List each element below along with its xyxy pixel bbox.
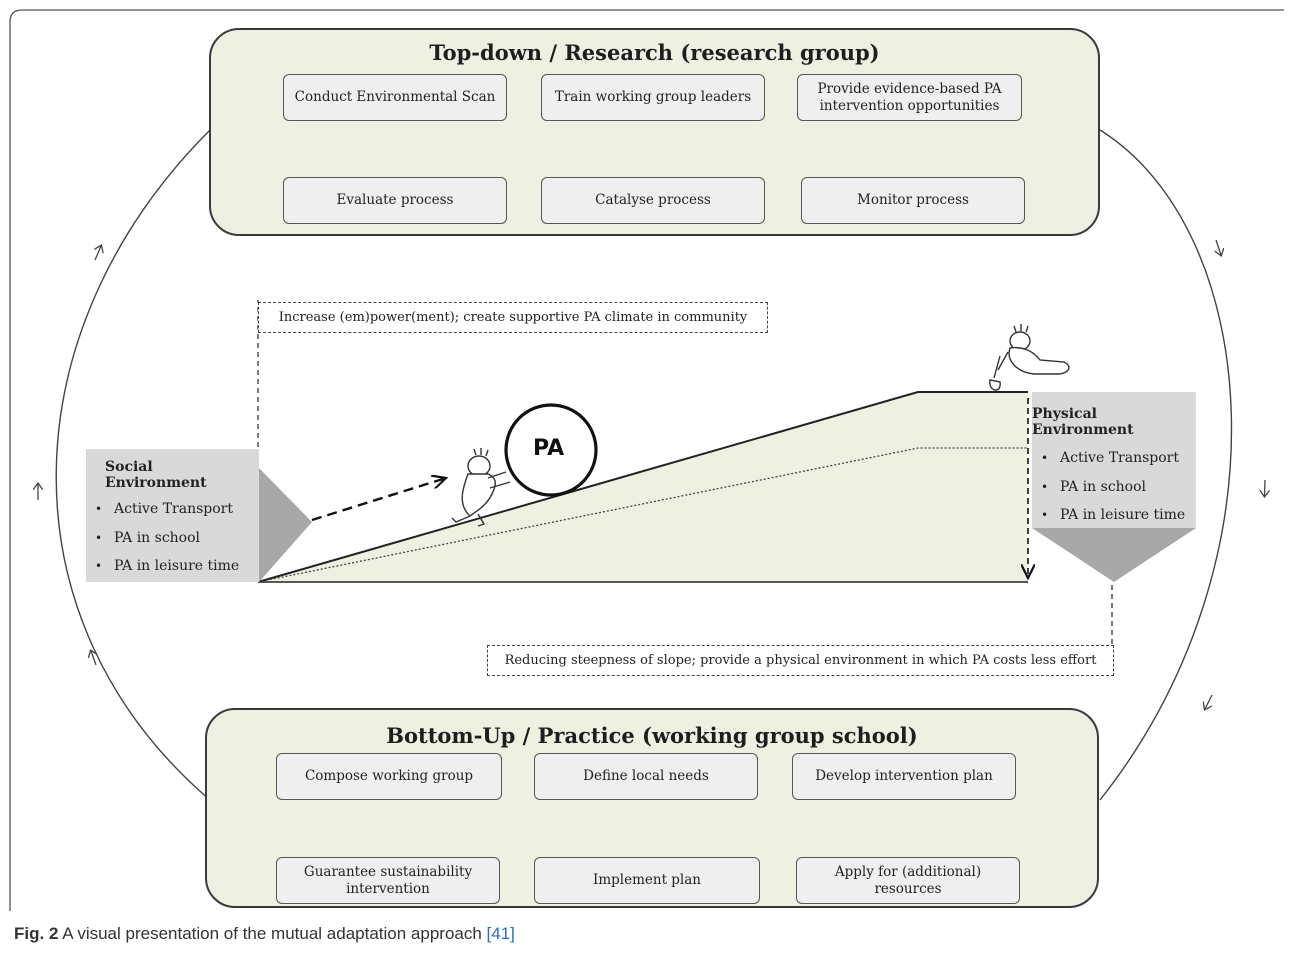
step-catalyse-process: Catalyse process — [541, 177, 765, 224]
caption-text: A visual presentation of the mutual adap… — [58, 924, 487, 943]
pa-ball — [504, 403, 598, 497]
step-conduct-environmental-scan: Conduct Environmental Scan — [283, 74, 507, 121]
social-item-pa-in-leisure-time: PA in leisure time — [86, 552, 259, 581]
physical-item-pa-in-leisure-time: PA in leisure time — [1032, 501, 1196, 530]
social-item-pa-in-school: PA in school — [86, 524, 259, 553]
step-define-local-needs: Define local needs — [534, 753, 758, 800]
figure-border — [9, 9, 1284, 911]
physical-item-pa-in-school: PA in school — [1032, 473, 1196, 502]
step-compose-working-group: Compose working group — [276, 753, 502, 800]
social-environment-list: Active Transport PA in school PA in leis… — [86, 495, 259, 581]
pa-ball-label: PA — [533, 436, 565, 461]
social-item-active-transport: Active Transport — [86, 495, 259, 524]
caption-fig-label: Fig. 2 — [14, 924, 59, 943]
physical-environment-box: Physical Environment Active Transport PA… — [1032, 392, 1196, 530]
reduced-slope — [257, 447, 1028, 583]
social-note: Increase (em)power(ment); create support… — [258, 302, 768, 333]
cycle-ring-right — [1099, 129, 1233, 801]
shovel-figure — [989, 324, 1070, 391]
caption-reference-link[interactable]: [41] — [486, 924, 515, 943]
slope — [258, 392, 1028, 582]
top-panel-title: Top-down / Research (research group) — [429, 40, 880, 65]
pushing-figure — [451, 448, 511, 527]
cycle-ring-left — [55, 129, 211, 801]
social-env-pointer — [259, 468, 312, 582]
physical-environment-list: Active Transport PA in school PA in leis… — [1032, 444, 1196, 530]
step-monitor-process: Monitor process — [801, 177, 1025, 224]
step-evaluate-process: Evaluate process — [283, 177, 507, 224]
step-train-working-group-leaders: Train working group leaders — [541, 74, 765, 121]
step-provide-evidence-based-opportunities: Provide evidence-based PA intervention o… — [797, 74, 1022, 121]
figure-caption: Fig. 2 A visual presentation of the mutu… — [14, 924, 515, 944]
physical-item-active-transport: Active Transport — [1032, 444, 1196, 473]
step-implement-plan: Implement plan — [534, 857, 760, 904]
bottom-panel-title: Bottom-Up / Practice (working group scho… — [386, 723, 918, 748]
social-environment-title: Social Environment — [105, 459, 207, 491]
physical-note: Reducing steepness of slope; provide a p… — [487, 645, 1114, 676]
step-apply-for-resources: Apply for (additional) resources — [796, 857, 1020, 904]
social-environment-box: Social Environment Active Transport PA i… — [86, 449, 259, 582]
physical-env-pointer — [1032, 528, 1196, 582]
step-develop-intervention-plan: Develop intervention plan — [792, 753, 1016, 800]
physical-environment-title: Physical Environment — [1032, 406, 1134, 438]
push-arrow — [311, 478, 446, 522]
step-guarantee-sustainability: Guarantee sustainability intervention — [276, 857, 500, 904]
